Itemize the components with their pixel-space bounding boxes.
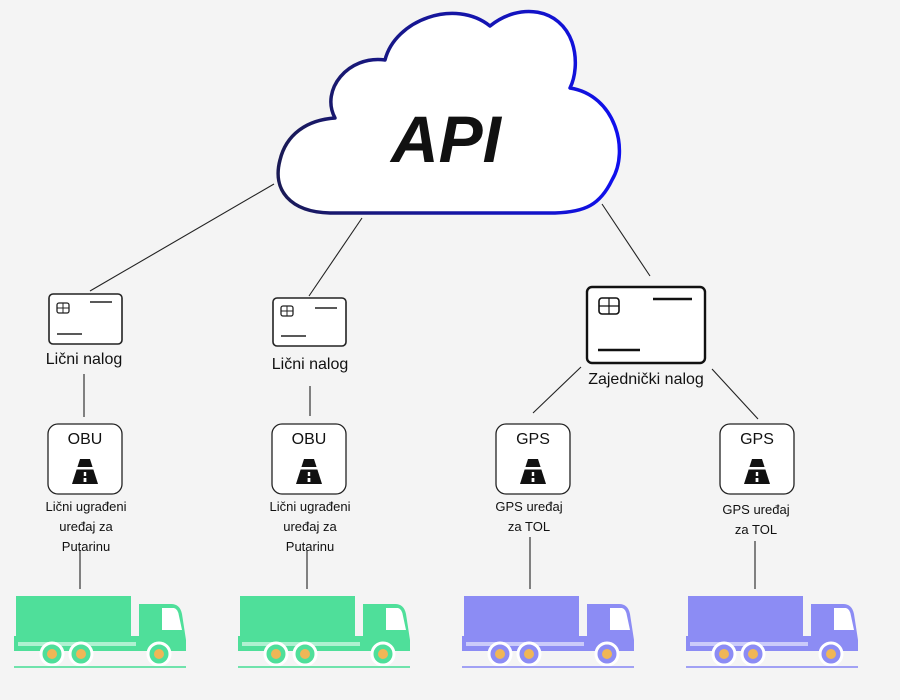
device-caption-line: Putarinu (62, 539, 110, 554)
link-cloud-account-3 (601, 203, 651, 277)
api-cloud: API (276, 9, 622, 215)
device-caption-line: Putarinu (286, 539, 334, 554)
device-box-2[interactable]: OBU (271, 423, 347, 495)
account-label-1: Lični nalog (46, 351, 123, 368)
account-label-2: Lični nalog (272, 356, 349, 373)
truck-1 (14, 596, 186, 668)
device-caption-line: za TOL (735, 522, 777, 537)
device-type-label: OBU (292, 431, 327, 448)
truck-cargo (688, 596, 803, 636)
truck-window (610, 608, 630, 630)
device-box-4[interactable]: GPS (719, 423, 795, 495)
link-cloud-account-2 (308, 217, 363, 297)
device-box-1[interactable]: OBU (47, 423, 123, 495)
device-box-3[interactable]: GPS (495, 423, 571, 495)
device-caption-2: Lični ugrađeni uređaj za Putarinu (270, 499, 351, 554)
link-account3-device3 (532, 366, 582, 414)
device-caption-line: za TOL (508, 519, 550, 534)
account-label-3: Zajednički nalog (588, 371, 704, 388)
device-caption-1: Lični ugrađeni uređaj za Putarinu (46, 499, 127, 554)
highway-icon (520, 459, 546, 484)
link-account3-device4 (711, 368, 759, 420)
device-type-label: GPS (740, 431, 774, 448)
device-caption-line: uređaj za (283, 519, 337, 534)
highway-icon (296, 459, 322, 484)
truck-cargo (240, 596, 355, 636)
device-type-label: OBU (68, 431, 103, 448)
highway-icon (744, 459, 770, 484)
device-caption-line: uređaj za (59, 519, 113, 534)
account-card-1[interactable] (48, 293, 123, 345)
device-caption-line: Lični ugrađeni (46, 499, 127, 514)
chip-icon (56, 302, 70, 314)
truck-window (386, 608, 406, 630)
truck-3 (462, 596, 634, 668)
account-card-2[interactable] (272, 297, 347, 347)
device-caption-4: GPS uređaj za TOL (722, 502, 789, 537)
truck-2 (238, 596, 410, 668)
device-caption-line: GPS uređaj (495, 499, 562, 514)
truck-4 (686, 596, 858, 668)
truck-cargo (16, 596, 131, 636)
chip-icon (598, 297, 620, 315)
truck-window (162, 608, 182, 630)
device-caption-3: GPS uređaj za TOL (495, 499, 562, 534)
link-cloud-account-1 (89, 183, 275, 292)
chip-icon (280, 305, 294, 317)
truck-cargo (464, 596, 579, 636)
device-caption-line: GPS uređaj (722, 502, 789, 517)
account-card-3[interactable] (585, 285, 707, 365)
truck-window (834, 608, 854, 630)
device-caption-line: Lični ugrađeni (270, 499, 351, 514)
device-type-label: GPS (516, 431, 550, 448)
cloud-shape (276, 9, 622, 215)
highway-icon (72, 459, 98, 484)
api-label: API (389, 102, 503, 176)
